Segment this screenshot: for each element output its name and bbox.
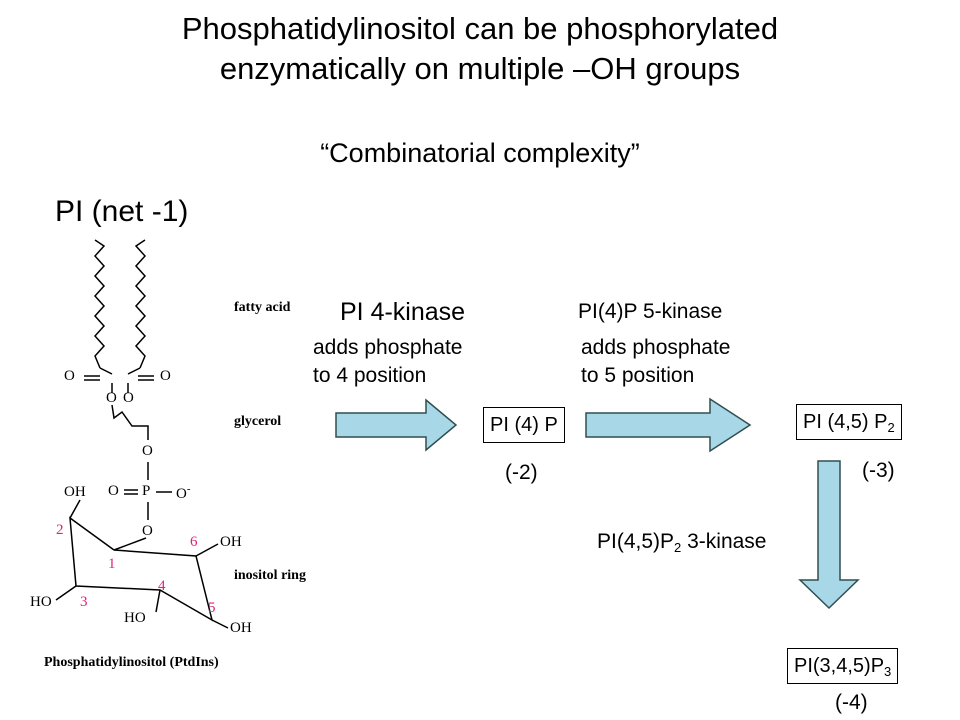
atom-ho-4: HO (124, 610, 146, 626)
step1-desc-line1: adds phosphate (313, 336, 463, 359)
atom-o-ester-left: O (106, 390, 117, 406)
inositol-ring-label: inositol ring (234, 568, 306, 583)
step2-desc-line1: adds phosphate (581, 336, 731, 359)
pi45p2-charge: (-3) (862, 459, 895, 482)
step2-enzyme-label: PI(4)P 5-kinase (578, 300, 723, 323)
ring-number-6: 6 (190, 534, 198, 550)
slide-title-line2: enzymatically on multiple –OH groups (219, 51, 741, 86)
pi345p3-charge: (-4) (835, 691, 868, 714)
atom-oh-5: OH (230, 620, 252, 636)
atom-oh-6: OH (220, 534, 242, 550)
arrow-step3 (798, 460, 860, 610)
step2-desc-line2: to 5 position (581, 364, 695, 387)
glycerol-label: glycerol (234, 414, 282, 429)
atom-oh-2: OH (64, 484, 86, 500)
ring-number-3: 3 (80, 594, 88, 610)
subtitle: “Combinatorial complexity” (320, 138, 640, 168)
product-pi45p2-box: PI (4,5) P2 (796, 404, 902, 440)
ring-number-4: 4 (158, 578, 166, 594)
atom-o-right-carbonyl: O (160, 368, 171, 384)
ring-number-2: 2 (56, 522, 64, 538)
atom-o-left-carbonyl: O (64, 368, 75, 384)
backbone-bonds (55, 367, 229, 629)
atom-o-minus: O- (176, 483, 191, 502)
atom-o-glycerol: O (142, 443, 153, 459)
atom-o-ester-right: O (123, 390, 134, 406)
atom-o-phosphate-double: O (108, 483, 119, 499)
ring-number-5: 5 (208, 600, 216, 616)
atom-p: P (142, 483, 151, 499)
product-pi345p3-box: PI(3,4,5)P3 (787, 648, 899, 684)
pi4p-charge: (-2) (505, 461, 538, 484)
fatty-acid-chain-left (93, 239, 106, 369)
slide-title-line1: Phosphatidylinositol can be phosphorylat… (181, 11, 779, 46)
atom-o-ring-link: O (142, 523, 153, 539)
fatty-acid-chain-right (134, 239, 147, 369)
fatty-acid-chains (93, 239, 147, 369)
fatty-acid-label: fatty acid (234, 300, 291, 315)
step1-desc-line2: to 4 position (313, 364, 427, 387)
atom-ho-3: HO (30, 594, 52, 610)
ring-number-1: 1 (108, 556, 116, 572)
pi-net-charge-label: PI (net -1) (55, 195, 189, 228)
step1-enzyme-label: PI 4-kinase (340, 298, 466, 326)
arrow-step1 (335, 398, 458, 452)
arrow-step2 (585, 397, 752, 453)
structure-caption: Phosphatidylinositol (PtdIns) (44, 655, 219, 670)
step3-enzyme-label: PI(4,5)P2 3-kinase (597, 530, 767, 555)
product-pi4p-box: PI (4) P (483, 407, 565, 443)
